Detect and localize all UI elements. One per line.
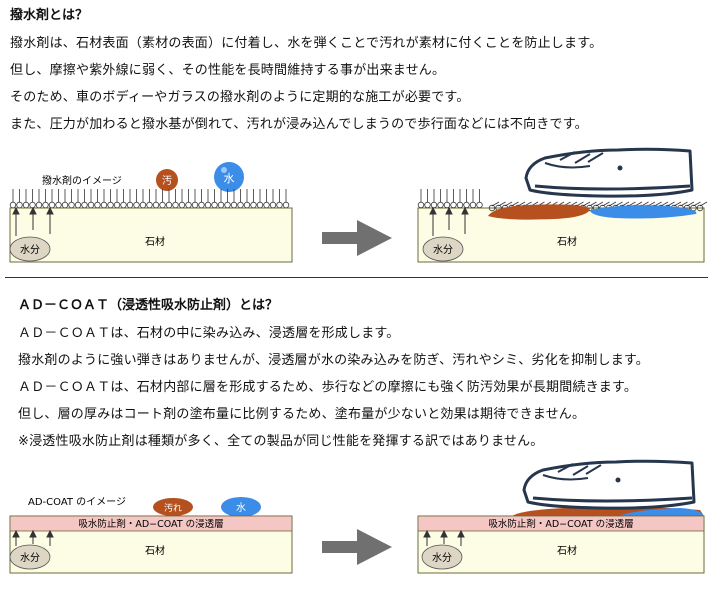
section1-line-1: 撥水剤は、石材表面（素材の表面）に付着し、水を弾くことで汚れが素材に付くことを防… xyxy=(10,36,603,51)
repellent-after-panel: 水分 石材 xyxy=(417,147,708,263)
section1-title: 撥水剤とは？ xyxy=(10,8,89,23)
stone-block xyxy=(9,207,293,263)
stone-label: 石材 xyxy=(145,544,165,557)
ad-coat-after-panel: 吸水防止剤・AD−COAT の浸透層 水分 石材 xyxy=(417,459,705,574)
section-divider xyxy=(5,277,708,278)
stone-label: 石材 xyxy=(557,235,577,248)
water-smear xyxy=(618,508,704,516)
dirt-drop-icon xyxy=(156,169,178,191)
shoe-icon xyxy=(522,459,696,510)
water-repellent-diagram: 撥水剤のイメージ 汚 水 水分 石材 水分 石材 xyxy=(9,147,708,263)
moisture-blob xyxy=(9,544,51,570)
stone-label: 石材 xyxy=(557,544,577,557)
dirt-drop-label: 汚れ xyxy=(164,502,182,514)
section2-line-5: ※浸透性吸水防止剤は種類が多く、全ての製品が同じ性能を発揮する訳ではありません。 xyxy=(18,434,544,449)
dirt-drop-label: 汚 xyxy=(162,174,172,187)
moisture-label: 水分 xyxy=(20,244,40,256)
shoe-icon xyxy=(524,147,694,198)
dirt-smear xyxy=(488,204,590,220)
section2-line-3: ＡＤ－ＣＯＡＴは、石材内部に層を形成するため、歩行などの摩擦にも強く防汚効果が長… xyxy=(18,380,638,395)
penetration-layer xyxy=(9,515,293,532)
penetration-layer-label: 吸水防止剤・AD−COAT の浸透層 xyxy=(78,518,223,530)
penetration-layer-label: 吸水防止剤・AD−COAT の浸透層 xyxy=(488,518,633,530)
transition-arrow-icon xyxy=(322,529,392,565)
moisture-arrows xyxy=(423,529,465,546)
water-smear xyxy=(590,205,697,219)
water-drop-label: 水 xyxy=(236,502,246,514)
moisture-blob xyxy=(422,236,464,262)
stone-label: 石材 xyxy=(145,235,165,248)
section1-line-2: 但し、摩擦や紫外線に弱く、その性能を長時間維持する事が出来ません。 xyxy=(10,63,446,78)
repellent-molecules xyxy=(9,189,290,209)
ad-coat-diagram: AD-COAT のイメージ 汚れ 水 吸水防止剤・AD−COAT の浸透層 水分… xyxy=(9,459,705,574)
moisture-label: 水分 xyxy=(20,552,40,564)
repellent-image-label: 撥水剤のイメージ xyxy=(42,174,122,187)
section2-title: ＡＤ－ＣＯＡＴ（浸透性吸水防止剤）とは？ xyxy=(18,298,279,313)
ad-coat-before-panel: AD-COAT のイメージ 汚れ 水 吸水防止剤・AD−COAT の浸透層 水分… xyxy=(9,497,293,574)
ad-coat-image-label: AD-COAT のイメージ xyxy=(28,497,126,508)
moisture-blob xyxy=(9,236,51,262)
moisture-label: 水分 xyxy=(433,244,453,256)
section2-line-4: 但し、層の厚みはコート剤の塗布量に比例するため、塗布量が少ないと効果は期待できま… xyxy=(18,407,586,422)
section2-line-2: 撥水剤のように強い弾きはありませんが、浸透層が水の染み込みを防ぎ、汚れやシミ、劣… xyxy=(18,353,650,368)
moisture-arrows xyxy=(12,206,54,236)
penetration-layer xyxy=(417,515,705,532)
dirt-drop-icon xyxy=(153,498,193,516)
moisture-arrows xyxy=(429,206,469,236)
repellent-before-panel: 撥水剤のイメージ 汚 水 水分 石材 xyxy=(9,162,293,263)
transition-arrow-icon xyxy=(322,220,392,256)
moisture-blob xyxy=(421,544,463,570)
moisture-arrows xyxy=(12,529,54,546)
section1-line-4: また、圧力が加わると撥水基が倒れて、汚れが浸み込んでしまうので歩行面などには不向… xyxy=(10,117,588,132)
water-drop-label: 水 xyxy=(224,172,235,185)
water-drop-icon xyxy=(221,497,261,517)
section1-line-3: そのため、車のボディーやガラスの撥水剤のように定期的な施工が必要です。 xyxy=(10,90,470,105)
moisture-label: 水分 xyxy=(432,552,452,564)
section2-line-1: ＡＤ－ＣＯＡＴは、石材の中に染み込み、浸透層を形成します。 xyxy=(18,326,400,341)
